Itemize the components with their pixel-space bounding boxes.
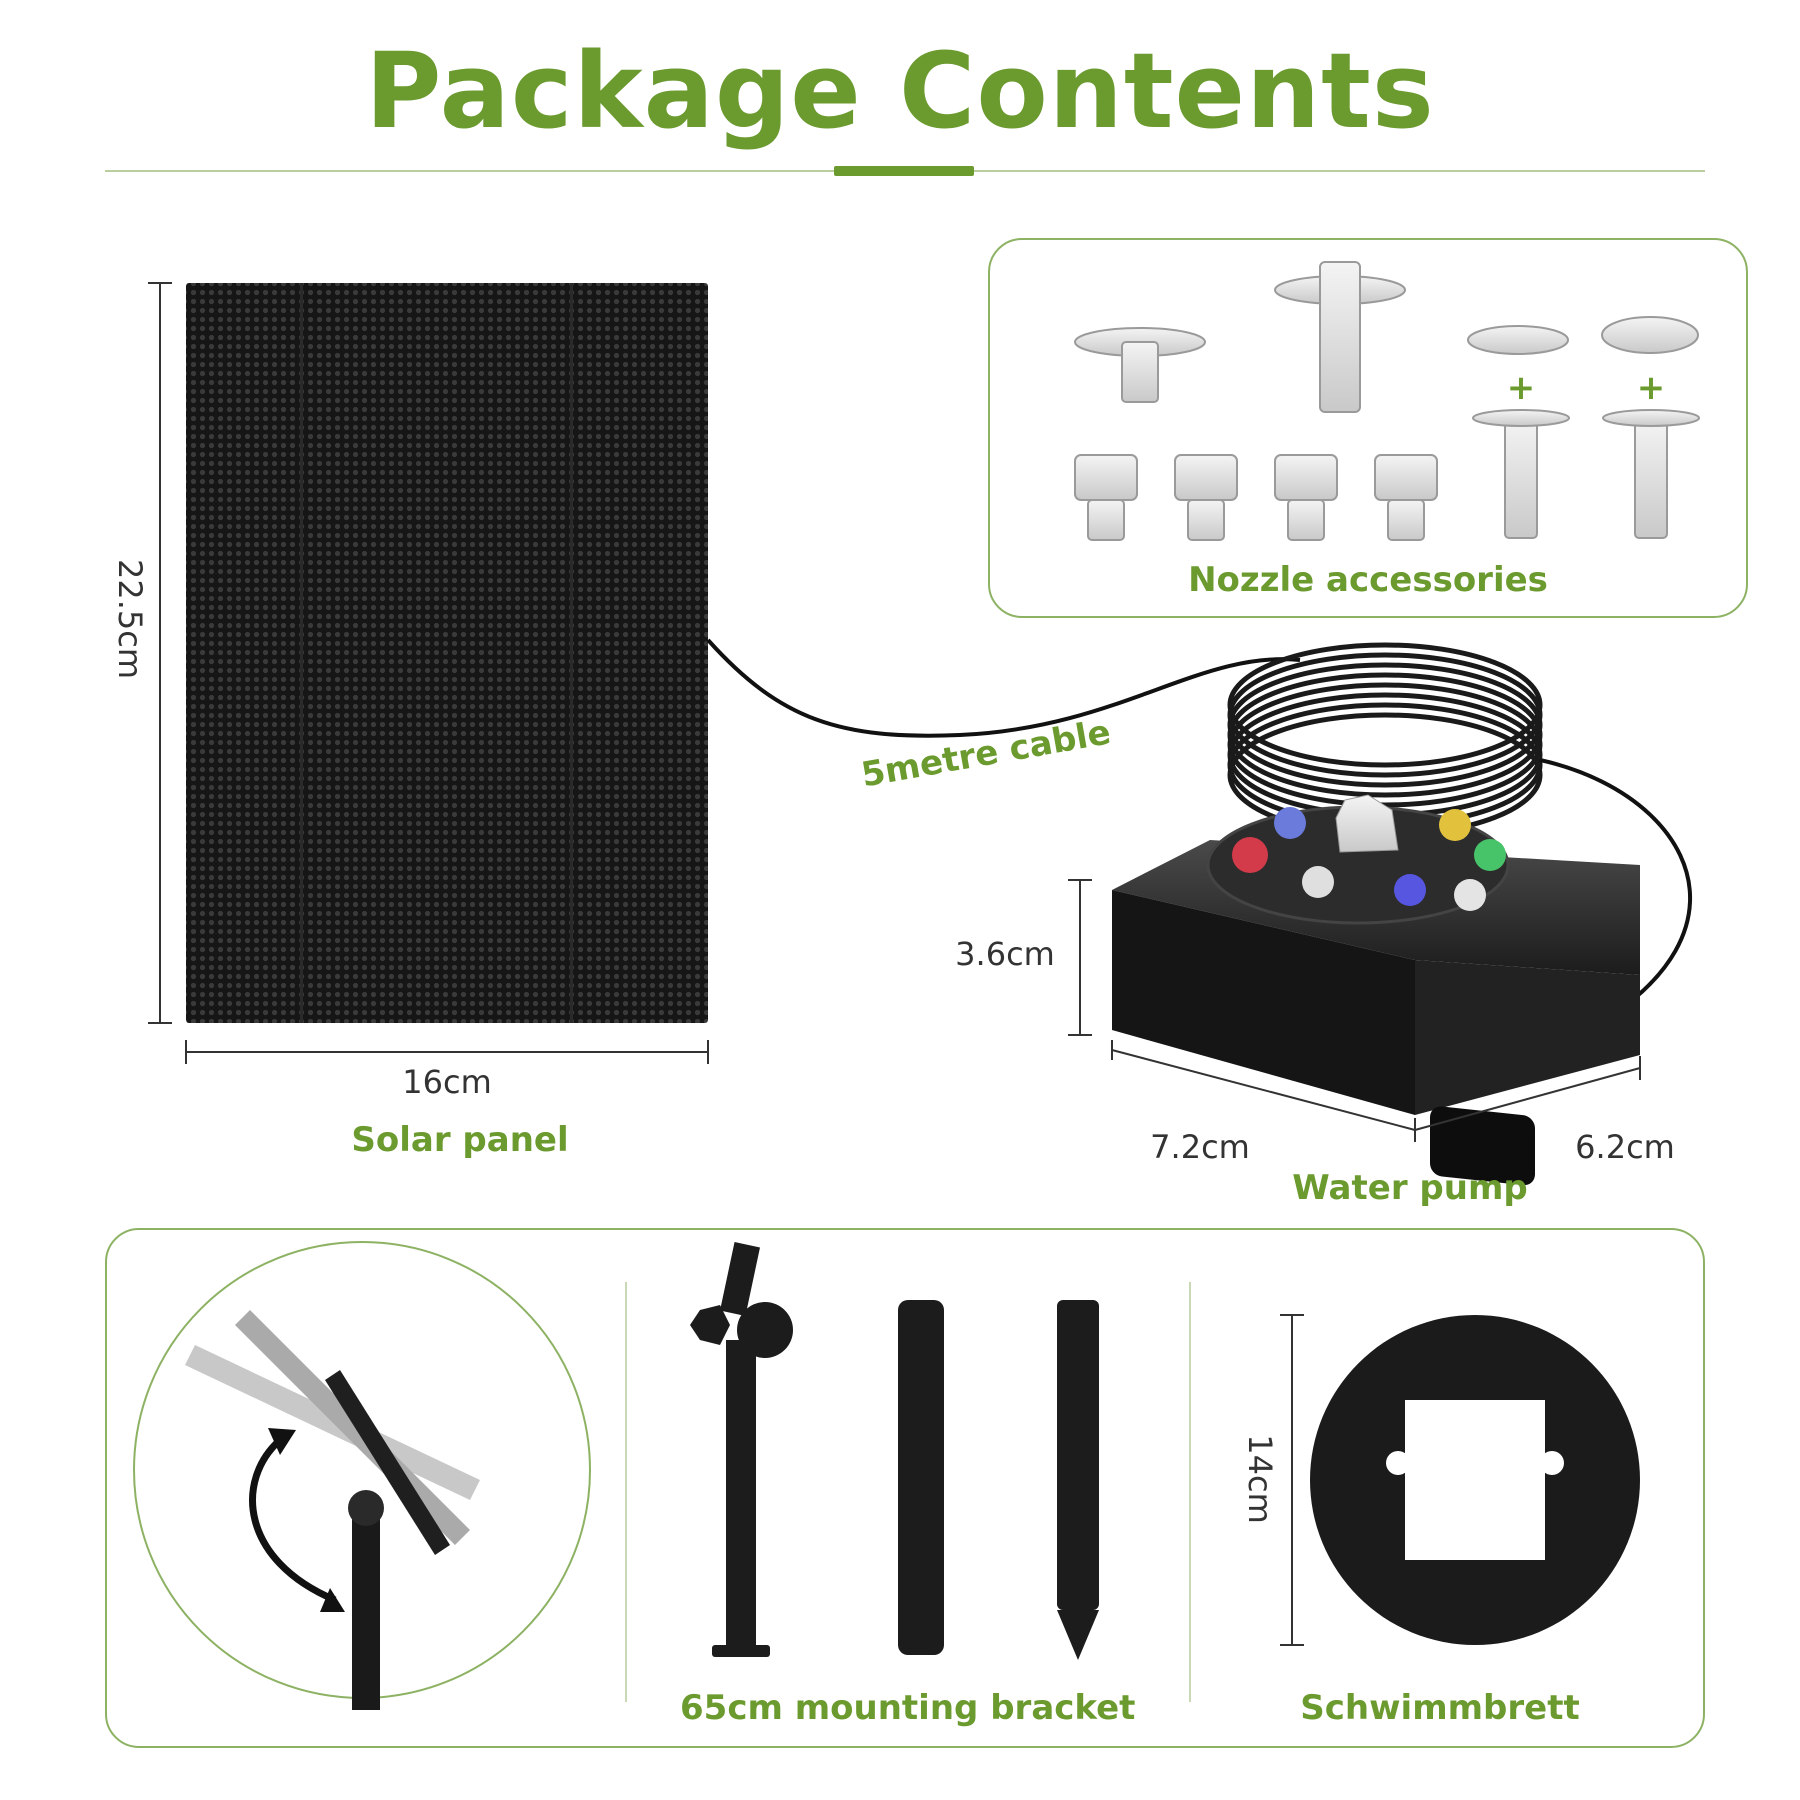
panel-dimension-lines bbox=[148, 282, 709, 1064]
pump-height-dimension: 3.6cm bbox=[955, 935, 1055, 973]
float-dimension-lines bbox=[1280, 1314, 1304, 1646]
panel-height-dimension: 22.5cm bbox=[111, 558, 149, 679]
pump-length-dimension: 7.2cm bbox=[1150, 1128, 1250, 1166]
float-disc-image bbox=[1310, 1315, 1640, 1645]
solar-panel-label: Solar panel bbox=[351, 1120, 569, 1160]
cable-path bbox=[706, 638, 1301, 738]
panel-width-dimension: 16cm bbox=[402, 1063, 492, 1101]
pump-dimension-lines bbox=[1068, 879, 1641, 1142]
float-diameter-dimension: 14cm bbox=[1241, 1434, 1279, 1524]
float-label: Schwimmbrett bbox=[1300, 1688, 1580, 1728]
water-pump-image bbox=[1112, 794, 1640, 1186]
nozzle-images bbox=[1074, 261, 1700, 541]
adjustable-panel-detail bbox=[133, 1241, 591, 1710]
plus-sign: + bbox=[1506, 368, 1536, 408]
nozzle-accessories-label: Nozzle accessories bbox=[1188, 560, 1548, 600]
bracket-parts bbox=[690, 1242, 1099, 1660]
accessories-panel bbox=[105, 1228, 1705, 1748]
bracket-label: 65cm mounting bracket bbox=[680, 1688, 1136, 1728]
pump-width-dimension: 6.2cm bbox=[1575, 1128, 1675, 1166]
nozzle-accessories-panel bbox=[988, 238, 1748, 618]
plus-sign: + bbox=[1636, 368, 1666, 408]
page-title: Package Contents bbox=[365, 30, 1435, 152]
solar-panel-image bbox=[186, 283, 708, 1023]
title-divider-accent bbox=[834, 166, 974, 176]
water-pump-label: Water pump bbox=[1292, 1168, 1528, 1208]
